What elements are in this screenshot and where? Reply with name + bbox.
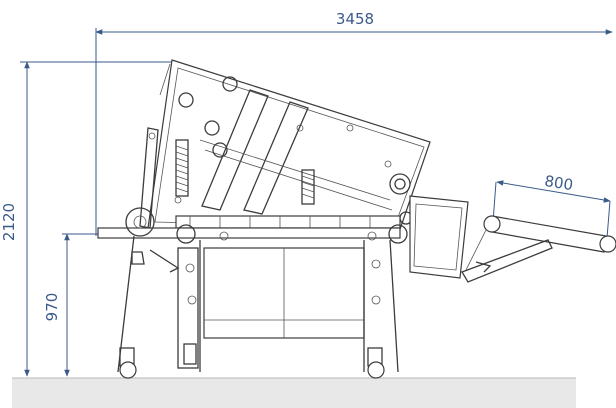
castor-wheels	[119, 343, 385, 379]
infeed-length-label: 800	[543, 172, 574, 194]
dimension-overall-length: 3458	[95, 10, 613, 236]
dimension-table-height: 970	[43, 233, 130, 377]
overall-height-label: 2120	[0, 203, 18, 241]
dimension-overall-height: 2120	[0, 61, 173, 377]
table-surface	[97, 207, 408, 244]
dimension-infeed-length: 800	[492, 172, 611, 239]
tilted-upper-housing	[139, 59, 431, 236]
floor	[12, 377, 576, 408]
infeed-conveyor	[409, 195, 616, 283]
table-height-label: 970	[43, 293, 61, 322]
overall-length-label: 3458	[336, 10, 374, 28]
base-cabinet	[117, 235, 399, 373]
